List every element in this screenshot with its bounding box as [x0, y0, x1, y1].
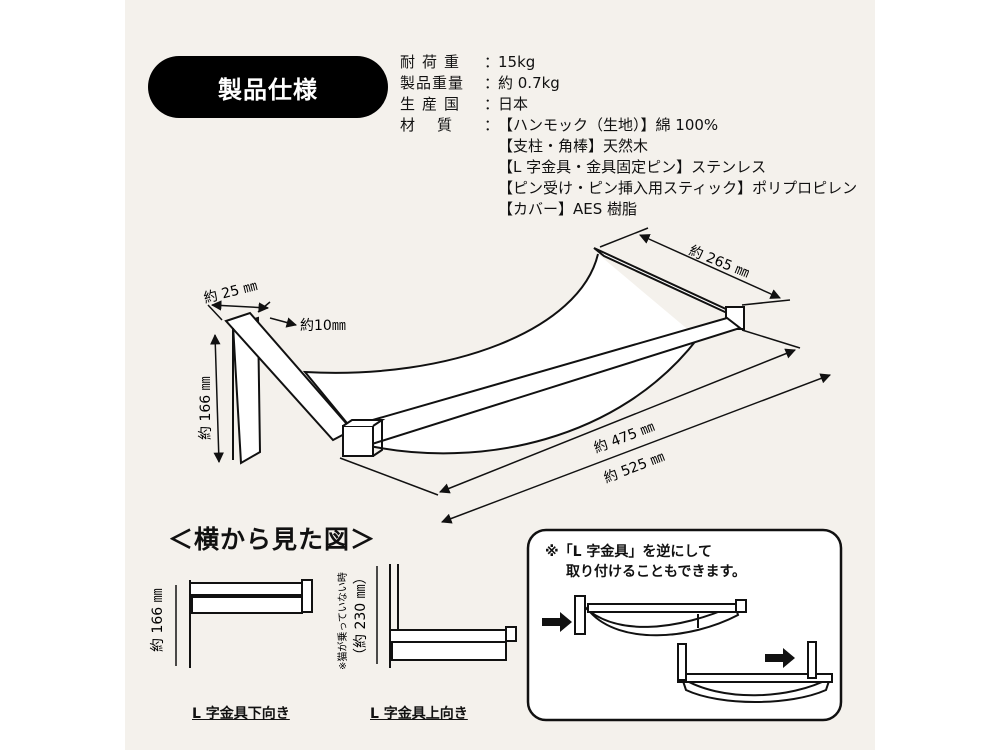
- spec-row-weight: 製品重量 ： 約 0.7kg: [400, 74, 560, 92]
- spec-value: 【ハンモック（生地）】綿 100%: [498, 116, 719, 134]
- spec-row-country: 生産国 ： 日本: [400, 95, 529, 113]
- note-line1: ※「L 字金具」を逆にして: [545, 544, 712, 560]
- spec-value: 15kg: [498, 53, 536, 71]
- dim-bar: 約10㎜: [300, 318, 346, 334]
- inverted-mini-diagram: [574, 595, 833, 703]
- spec-title-badge: 製品仕様: [148, 56, 388, 118]
- spec-row-material: 材質 ： 【ハンモック（生地）】綿 100%: [400, 116, 719, 134]
- spec-list: 耐荷重 ： 15kg 製品重量 ： 約 0.7kg 生産国 ： 日本 材質 ： …: [400, 52, 857, 220]
- side-up-height: （約 230 ㎜）: [353, 570, 369, 662]
- side-view-title: ＜横から見た図＞: [168, 525, 377, 554]
- dim-height: 約 166 ㎜: [198, 376, 214, 440]
- spec-label: 生産国: [400, 95, 467, 113]
- spec-value: 日本: [498, 95, 529, 113]
- material-item: 【L 字金具・金具固定ピン】ステンレス: [498, 158, 767, 176]
- side-view-down: [175, 579, 313, 668]
- material-item: 【支柱・角棒】天然木: [498, 137, 649, 155]
- dim-outer-width: 約 525 ㎜: [602, 449, 667, 487]
- front-bar-cap: [342, 425, 374, 457]
- spec-title: 製品仕様: [218, 75, 318, 104]
- spec-label: 製品重量: [400, 74, 465, 92]
- caption-bracket-up: L 字金具上向き: [370, 706, 468, 722]
- caption-bracket-down: L 字金具下向き: [192, 706, 290, 722]
- arrow-icon: [542, 612, 572, 632]
- note-text: ※「L 字金具」を逆にして 取り付けることもできます。: [545, 542, 746, 582]
- side-down-height: 約 166 ㎜: [150, 588, 166, 652]
- dim-166-line: [210, 333, 224, 464]
- note-line2: 取り付けることもできます。: [566, 564, 747, 580]
- dim-25-line: [210, 300, 270, 313]
- spec-label: 耐荷重: [400, 53, 467, 71]
- dim-post-width: 約 25 ㎜: [202, 278, 259, 307]
- dim-10-line: [269, 317, 298, 328]
- side-up-note: ※猫が乗っていない時: [336, 572, 349, 670]
- dim-depth: 約 265 ㎜: [687, 243, 752, 282]
- spec-value: 約 0.7kg: [498, 74, 560, 92]
- dim-265-line: [639, 234, 781, 299]
- material-item: 【カバー】AES 樹脂: [498, 200, 638, 218]
- material-item: 【ピン受け・ピン挿入用スティック】ポリプロピレン: [498, 179, 858, 197]
- spec-label: 材質: [400, 116, 475, 134]
- dim-inner-width: 約 475 ㎜: [592, 419, 657, 457]
- side-view-up: [376, 564, 517, 668]
- arrow-icon: [765, 648, 795, 668]
- spec-row-load: 耐荷重 ： 15kg: [400, 53, 536, 71]
- dim-525-line: [441, 373, 831, 524]
